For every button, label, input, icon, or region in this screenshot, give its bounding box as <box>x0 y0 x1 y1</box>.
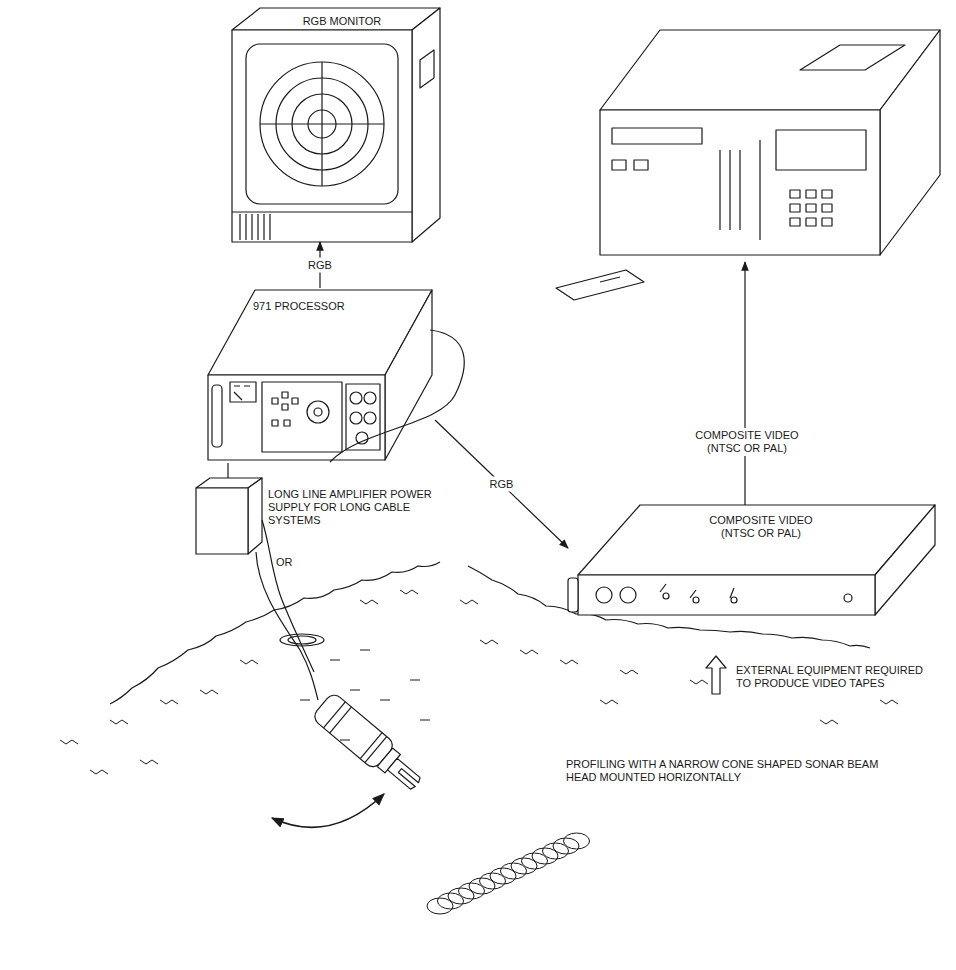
signal-arrow <box>744 262 745 505</box>
wave-mark <box>880 700 898 704</box>
wave-mark <box>460 600 478 604</box>
wave-mark <box>240 660 258 664</box>
wave-mark <box>360 600 378 604</box>
signal-label: COMPOSITE VIDEO (NTSC OR PAL) <box>680 428 814 456</box>
wave-mark <box>620 670 638 674</box>
video-cassette <box>556 270 644 300</box>
sonar-cable <box>262 520 314 672</box>
device-name: 971 PROCESSOR <box>253 300 373 313</box>
wave-mark <box>160 700 178 704</box>
callout-label: PROFILING WITH A NARROW CONE SHAPED SONA… <box>566 758 911 784</box>
water-dash <box>300 700 310 701</box>
water-dash <box>410 680 420 681</box>
wave-mark <box>480 640 498 644</box>
video-recorder <box>600 30 940 255</box>
water-dash <box>420 720 430 721</box>
monitor-node: RGB MONITOR <box>232 8 440 242</box>
wave-mark <box>400 590 418 594</box>
signal-label: RGB <box>306 258 334 273</box>
converter-node: COMPOSITE VIDEO (NTSC OR PAL) <box>568 500 936 622</box>
signal-arrow <box>435 420 568 548</box>
device-heading: LONG LINE AMPLIFIER POWER SUPPLY FOR LON… <box>268 488 436 527</box>
note-label: OR <box>276 556 306 569</box>
water-dash <box>360 650 370 651</box>
cable-line <box>227 463 228 478</box>
wave-mark <box>600 700 618 704</box>
wave-mark <box>60 740 78 744</box>
wave-mark <box>90 770 108 774</box>
processor-unit <box>208 290 464 462</box>
wave-mark <box>560 660 578 664</box>
wave-mark <box>110 720 128 724</box>
wave-mark <box>820 720 838 724</box>
sweep-arrow <box>272 794 384 827</box>
water-dash <box>380 700 390 701</box>
wave-mark <box>520 650 538 654</box>
video-converter <box>568 505 935 615</box>
beam-footprint <box>564 833 590 849</box>
processor-node: 971 PROCESSOR <box>205 288 435 463</box>
water-marks <box>60 590 898 914</box>
water-dash <box>340 740 350 741</box>
device-name: COMPOSITE VIDEO (NTSC OR PAL) <box>696 514 826 540</box>
sonar-cable <box>256 552 318 700</box>
shoreline <box>110 562 440 704</box>
water-dash <box>330 660 340 661</box>
amplifier-node: LONG LINE AMPLIFIER POWER SUPPLY FOR LON… <box>196 478 262 554</box>
wave-mark <box>200 690 218 694</box>
wave-mark <box>690 680 708 684</box>
amplifier-box <box>196 478 262 554</box>
note-label: EXTERNAL EQUIPMENT REQUIRED TO PRODUCE V… <box>736 664 926 690</box>
wave-mark <box>140 760 158 764</box>
pointer-arrow <box>706 656 726 694</box>
sonar-head <box>311 692 428 798</box>
rgb-monitor <box>232 8 440 242</box>
signal-label: RGB <box>488 477 516 492</box>
water-dash <box>350 690 360 691</box>
device-name: RGB MONITOR <box>272 15 412 28</box>
water-ripple <box>280 634 324 646</box>
